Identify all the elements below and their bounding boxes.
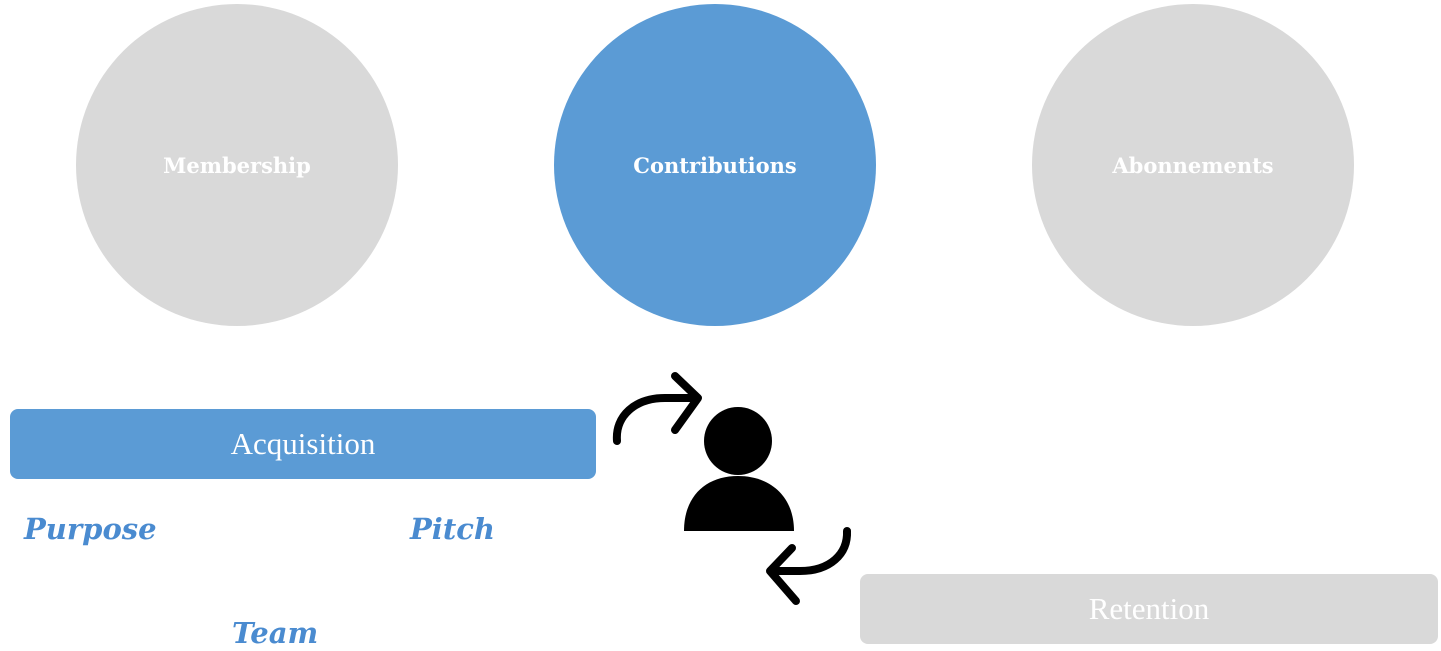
keyword-team: Team bbox=[232, 616, 319, 650]
retention-label: Retention bbox=[1088, 591, 1210, 626]
contributions-circle[interactable]: Contributions bbox=[554, 4, 876, 326]
acquisition-bar[interactable]: Acquisition bbox=[10, 409, 596, 479]
membership-circle[interactable]: Membership bbox=[76, 4, 398, 326]
person-cycle-graphic bbox=[612, 372, 851, 605]
abonnements-circle[interactable]: Abonnements bbox=[1032, 4, 1354, 326]
curved-arrow-right-icon bbox=[612, 372, 702, 445]
person-icon bbox=[684, 407, 794, 531]
retention-bar[interactable]: Retention bbox=[860, 574, 1438, 644]
curved-arrow-left-icon bbox=[766, 527, 851, 605]
acquisition-label: Acquisition bbox=[230, 426, 376, 461]
keyword-purpose: Purpose bbox=[24, 512, 157, 546]
keyword-pitch: Pitch bbox=[410, 512, 495, 546]
contributions-label: Contributions bbox=[633, 152, 797, 178]
abonnements-label: Abonnements bbox=[1112, 152, 1274, 178]
membership-label: Membership bbox=[163, 152, 311, 178]
